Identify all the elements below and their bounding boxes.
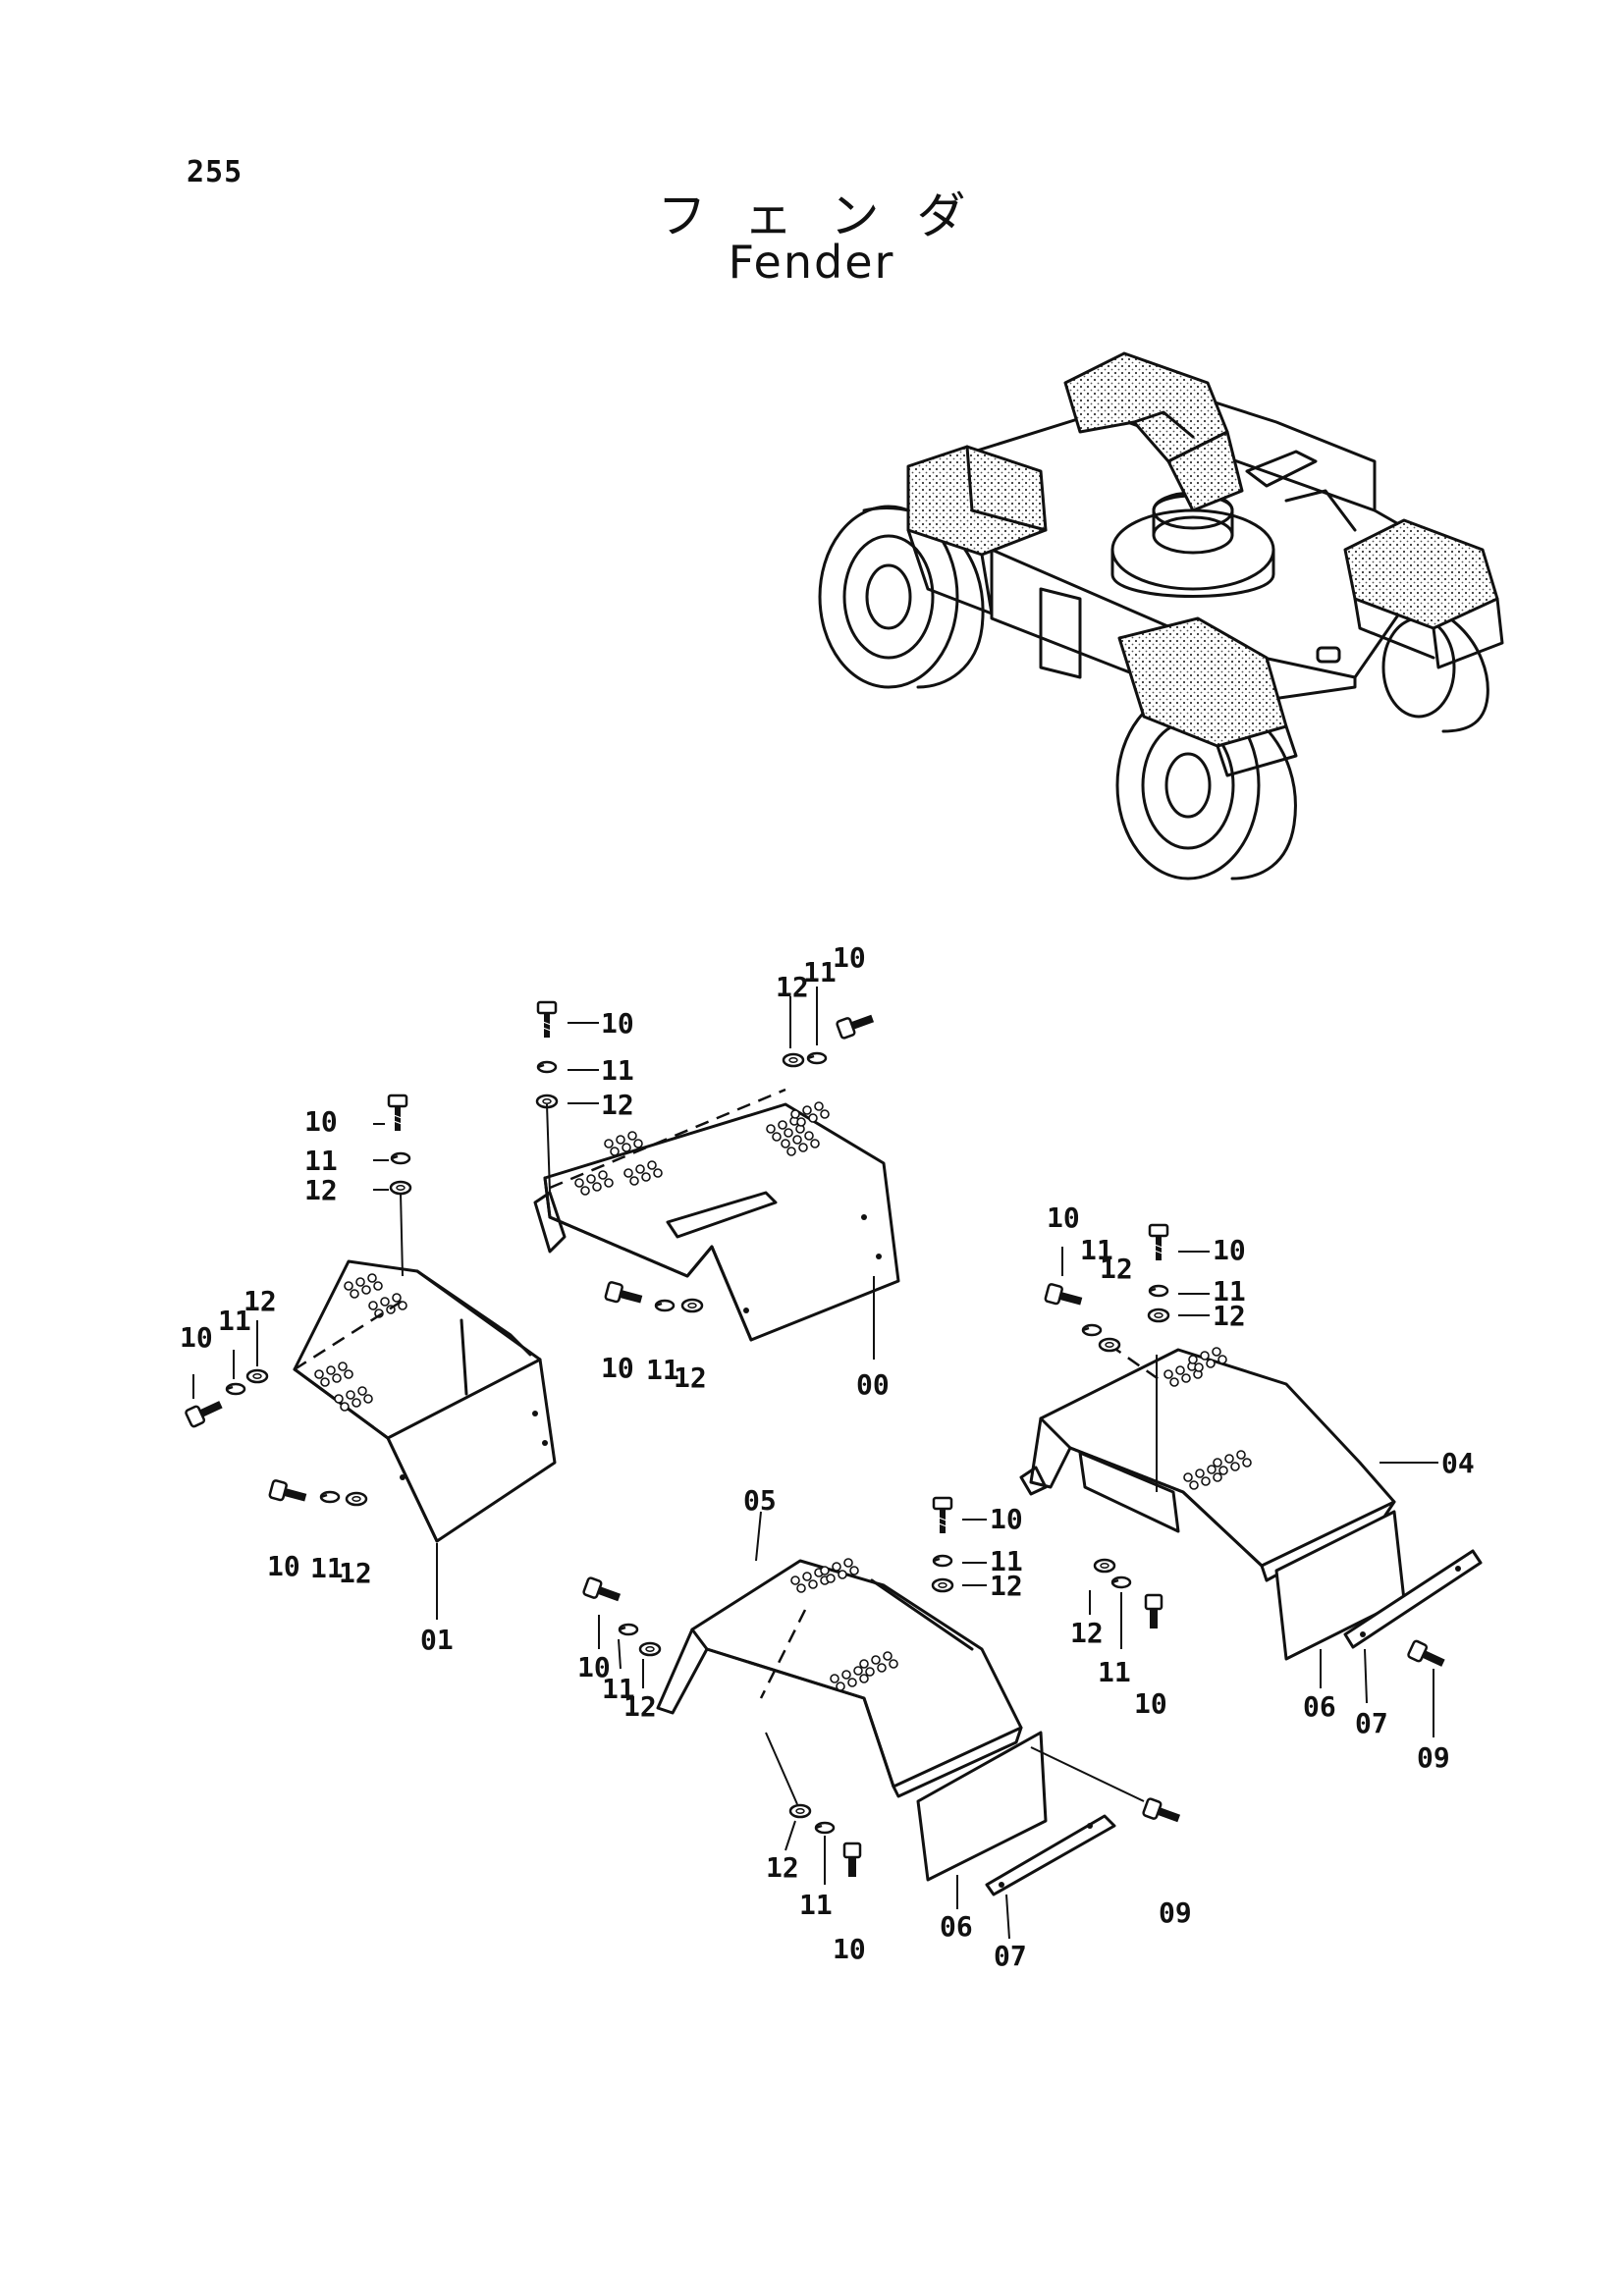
callout-10: 10 — [577, 1651, 611, 1683]
callout-12: 12 — [1070, 1617, 1104, 1649]
callout-10: 10 — [1213, 1234, 1246, 1266]
callout-12: 12 — [766, 1851, 799, 1884]
callout-10: 10 — [601, 1352, 634, 1384]
callout-10: 10 — [1047, 1201, 1080, 1234]
callout-11: 11 — [646, 1354, 679, 1386]
callout-10: 10 — [833, 1933, 866, 1965]
callout-10: 10 — [267, 1550, 300, 1582]
callout-11: 11 — [1213, 1275, 1246, 1308]
fender-part-05 — [656, 1558, 1023, 1798]
callout-12: 12 — [1213, 1300, 1246, 1332]
callout-05: 05 — [743, 1484, 777, 1517]
callout-09-right: 09 — [1417, 1741, 1450, 1774]
callout-11: 11 — [601, 1054, 634, 1087]
callout-12: 12 — [623, 1690, 657, 1723]
callout-00: 00 — [856, 1368, 890, 1401]
callout-labels: 00 01 04 05 06 06 07 07 09 09 10 10 10 1… — [180, 941, 1475, 1972]
callout-10: 10 — [1134, 1687, 1167, 1720]
callout-11: 11 — [304, 1145, 338, 1177]
callout-11: 11 — [218, 1305, 251, 1337]
callout-12: 12 — [339, 1557, 372, 1589]
fasteners — [184, 1002, 1168, 1879]
callout-12: 12 — [601, 1089, 634, 1121]
callout-06-right: 06 — [1303, 1690, 1336, 1723]
callout-10: 10 — [180, 1321, 213, 1354]
callout-12: 12 — [990, 1570, 1023, 1602]
callout-07-lower: 07 — [994, 1940, 1027, 1972]
callout-11: 11 — [803, 956, 837, 988]
title-english: Fender — [728, 236, 895, 289]
callout-11: 11 — [1080, 1234, 1113, 1266]
callout-10: 10 — [601, 1007, 634, 1040]
callout-12: 12 — [1100, 1253, 1133, 1285]
leader-lines — [192, 987, 1438, 1940]
callout-10: 10 — [990, 1503, 1023, 1535]
mud-flap-set-lower — [916, 1731, 1184, 1896]
fender-part-01 — [293, 1259, 557, 1543]
page-number: 255 — [187, 155, 243, 189]
callout-12: 12 — [776, 971, 809, 1003]
callout-10: 10 — [833, 941, 866, 974]
machine-overview — [818, 351, 1504, 881]
callout-12: 12 — [243, 1285, 277, 1317]
fender-part-00 — [533, 1088, 900, 1342]
callout-12: 12 — [304, 1174, 338, 1206]
callout-01: 01 — [420, 1624, 454, 1656]
callout-11: 11 — [602, 1673, 635, 1705]
callout-04: 04 — [1441, 1447, 1475, 1479]
callout-11: 11 — [799, 1889, 833, 1921]
callout-11: 11 — [1098, 1656, 1131, 1688]
callout-09-lower: 09 — [1159, 1896, 1192, 1929]
mud-flap-set-right — [1274, 1510, 1483, 1673]
title-japanese: フェンダ — [657, 187, 1003, 244]
callout-10: 10 — [304, 1105, 338, 1138]
callout-07-right: 07 — [1355, 1707, 1388, 1739]
callout-06-lower: 06 — [940, 1910, 973, 1943]
callout-11: 11 — [990, 1545, 1023, 1577]
callout-12: 12 — [674, 1362, 707, 1394]
callout-11: 11 — [310, 1552, 344, 1584]
